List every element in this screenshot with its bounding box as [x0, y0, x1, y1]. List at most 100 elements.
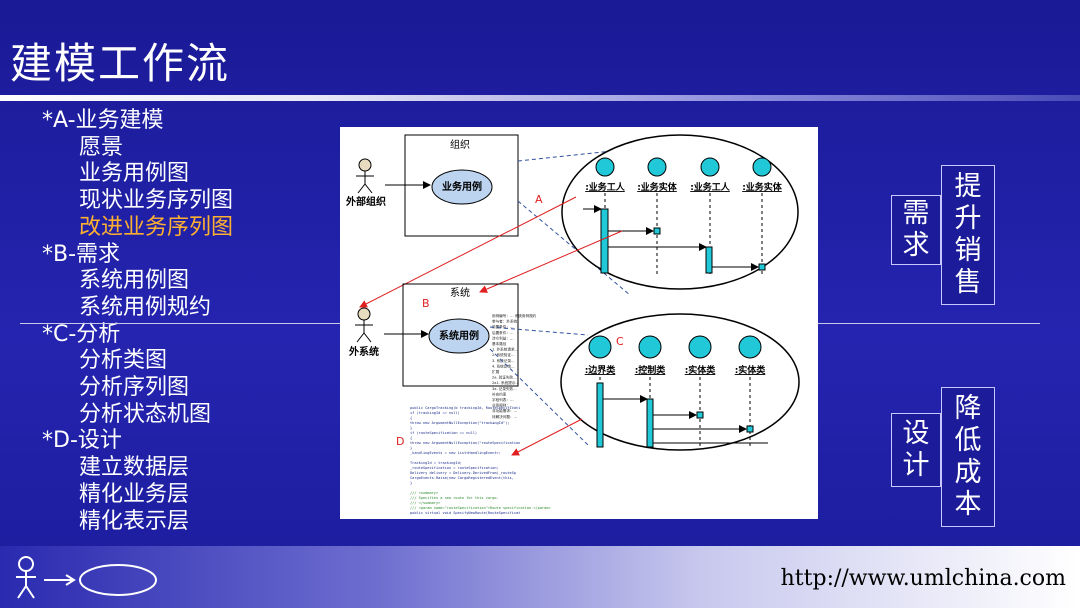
code-line: public CargoTracking(b trackingId, Route… [410, 406, 520, 410]
lifeline-label: :业务实体 [742, 181, 783, 193]
external-system-label: 外系统 [348, 345, 379, 358]
code-line: if (trackingId == null) [410, 411, 460, 415]
illustration-svg: 组织 外部组织 业务用例 :业务工人 :业务实体 [345, 134, 800, 515]
lifeline-label: :业务工人 [585, 181, 626, 193]
analysis-sequence-diagram: :边界类 :控制类 :实体类 :实体类 [585, 335, 768, 448]
business-usecase-label: 业务用例 [442, 180, 482, 193]
outline-heading: *B-需求 [42, 241, 121, 267]
code-line: throw new ArgumentNullException("routeSp… [410, 441, 520, 445]
business-sequence-diagram: :业务工人 :业务实体 :业务工人 :业务实体 [583, 157, 783, 277]
usecase-specification-text: 用例编号：… 系统用例规约参与者：外系统前置条件：…后置条件：…涉众利益：…基本… [492, 313, 537, 424]
lifeline-label: :控制类 [635, 364, 667, 376]
org-box-label: 组织 [450, 138, 470, 151]
external-org-actor-icon [356, 158, 374, 194]
outline-heading: *C-分析 [42, 321, 121, 347]
need-label-box: 需求 [891, 195, 941, 265]
external-org-label: 外部组织 [345, 195, 386, 208]
business-usecase-ellipse [431, 169, 493, 205]
spec-line: 参与者：外系统 [492, 319, 518, 324]
lifeline-label: :实体类 [685, 364, 717, 376]
code-line: } [410, 446, 412, 450]
spec-line: … [492, 420, 496, 424]
outline-subitem: 精化业务层 [79, 481, 190, 507]
design-code-text: public CargoTracking(b trackingId, Route… [410, 406, 551, 515]
outline-subitem: 愿景 [79, 134, 124, 160]
system-usecase-label: 系统用例 [439, 329, 479, 342]
outline-subitem: 现状业务序列图 [79, 188, 234, 214]
outline-subitem: 精化表示层 [79, 508, 190, 534]
spec-line: 涉众利益：… [492, 335, 514, 340]
code-line: if (routeSpecification == null) [410, 431, 477, 435]
spec-line: 业务规则：… [492, 403, 514, 408]
cost-label: 降低成本 [954, 393, 982, 520]
spec-line: 后置条件：… [492, 330, 514, 335]
code-line: /// Specifies a new route for this cargo… [410, 496, 499, 500]
code-line: } [410, 481, 412, 485]
code-line: throw new ArgumentNullException("trackin… [410, 421, 510, 425]
code-line: /// <param name="routeSpecification">Rou… [410, 506, 551, 510]
spec-line: 非功能需求：… [492, 408, 518, 413]
outline-subitem: 系统用例图 [79, 268, 190, 294]
code-line: _routeSpecification = routeSpecification… [410, 466, 499, 470]
footer-bar: http://www.umlchina.com [0, 546, 1080, 608]
spec-line: 补充约束 [492, 391, 507, 396]
outline-subitem: 分析状态机图 [79, 401, 212, 427]
spec-line: 4. 系统反馈… [492, 363, 515, 368]
spec-line: 前置条件：… [492, 324, 514, 329]
spec-line: 基本路径 [492, 341, 507, 346]
lifeline-label: :业务工人 [690, 181, 731, 193]
sales-label-box: 提升销售 [941, 165, 995, 305]
outline-subitem: 系统用例规约 [79, 294, 212, 320]
spec-line: 2. 系统验证… [492, 352, 515, 357]
business-sequence-bubble [561, 134, 799, 290]
code-line: CargoEvents.Raise(new CargoRegisteredEve… [410, 476, 514, 480]
spec-line: 2a. 验证失败… [492, 375, 517, 380]
spec-line: 3a. 记录失败… [492, 386, 517, 391]
lifeline-label: :业务实体 [637, 181, 678, 193]
code-line: /// <summary> [410, 491, 439, 495]
code-line: { [410, 436, 412, 440]
spec-line: 扩展 [492, 369, 500, 374]
code-line: Delivery delivery = Delivery.DerivedFrom… [410, 471, 516, 475]
outline-subitem: 业务用例图 [79, 161, 190, 187]
sales-label: 提升销售 [954, 171, 982, 298]
need-label: 需求 [902, 198, 930, 261]
outline-subitem: 分析序列图 [79, 375, 190, 400]
code-line: { [410, 416, 412, 420]
spec-line: 1. 外系统请求… [492, 347, 519, 352]
code-line: TrackingId = trackingId; [410, 461, 462, 465]
lifeline-label: :边界类 [585, 364, 617, 376]
marker-d: D [396, 435, 404, 448]
design-label-box: 设计 [891, 413, 941, 487]
cost-label-box: 降低成本 [941, 387, 995, 527]
spec-line: 待解决问题：… [492, 414, 518, 419]
spec-line: 字段列表：… [492, 397, 514, 402]
outline-subitem: 建立数据层 [79, 455, 190, 481]
marker-a: A [535, 193, 543, 206]
external-system-actor-icon [355, 307, 373, 343]
outline-heading: *D-设计 [42, 428, 122, 454]
design-label: 设计 [902, 418, 930, 481]
page-title: 建模工作流 [10, 39, 231, 88]
system-box-label: 系统 [450, 286, 470, 299]
outline-subitem: 分析类图 [79, 348, 168, 374]
spec-line: 3. 系统记录… [492, 358, 515, 363]
code-line: } [410, 426, 412, 430]
code-line: public virtual void SpecifyNewRoute(Rout… [410, 511, 520, 515]
system-boundary-box [402, 283, 519, 387]
code-line: _handlingEvents = new List<HandlingEvent… [410, 451, 501, 455]
modeling-illustration: 组织 外部组织 业务用例 :业务工人 :业务实体 [340, 127, 818, 519]
uml-logo-icon [16, 556, 157, 599]
code-line: /// </summary> [410, 501, 441, 505]
marker-c: C [616, 335, 624, 348]
spec-line: 用例编号：… 系统用例规约 [492, 313, 537, 318]
outline-subitem: 改进业务序列图 [79, 214, 234, 240]
lifeline-label: :实体类 [735, 364, 767, 376]
outline-heading: *A-业务建模 [42, 108, 164, 133]
marker-b: B [422, 297, 430, 310]
title-rule [0, 95, 1080, 101]
footer-url: http://www.umlchina.com [780, 566, 1066, 591]
system-usecase-ellipse [428, 318, 490, 354]
spec-line: 2a1. 系统提示… [492, 380, 519, 385]
